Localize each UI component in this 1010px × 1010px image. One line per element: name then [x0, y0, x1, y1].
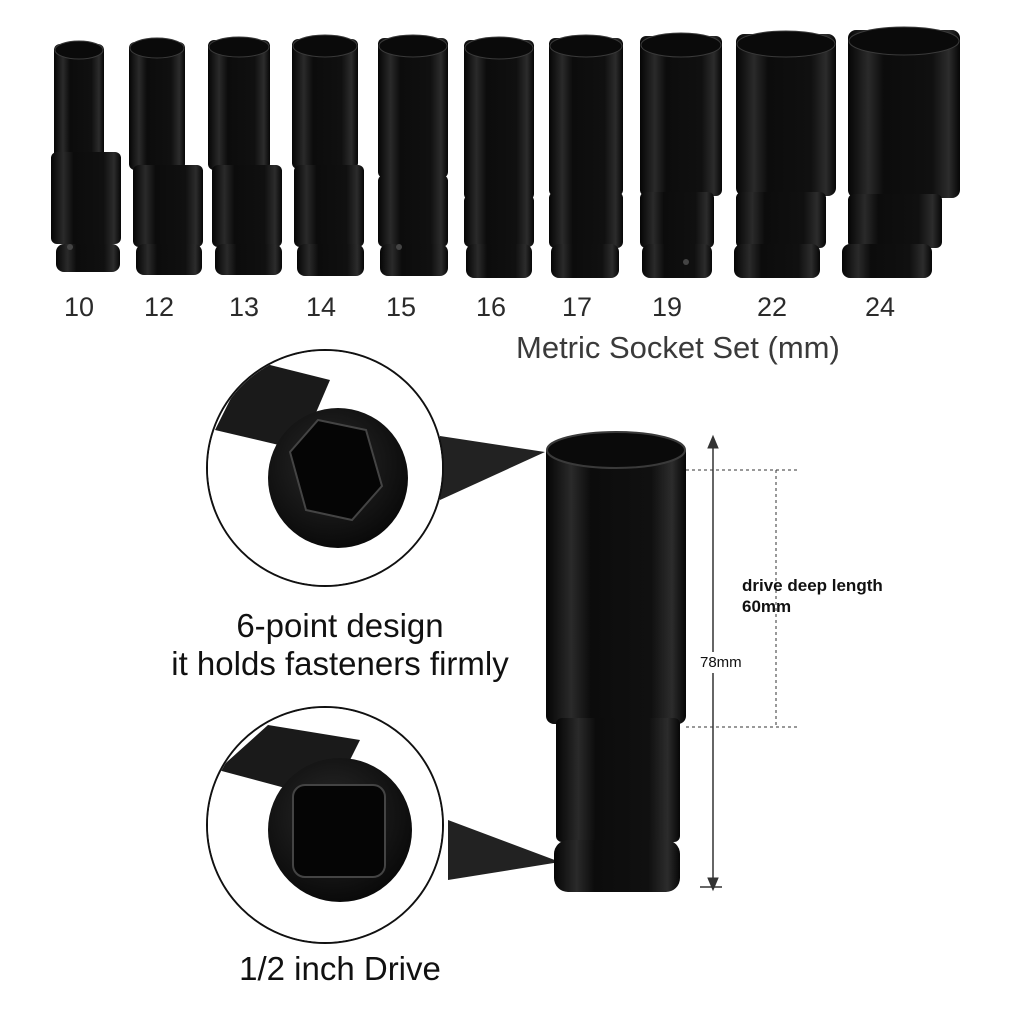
- size-label-17: 17: [562, 292, 593, 322]
- callout-pointer-top: [440, 436, 545, 500]
- size-label-14: 14: [306, 292, 337, 322]
- size-label-24: 24: [865, 292, 896, 322]
- socket-15: [378, 34, 448, 276]
- size-label-13: 13: [229, 292, 260, 322]
- size-label-19: 19: [652, 292, 683, 322]
- drive-detail-circle: [206, 706, 444, 944]
- socket-19: [640, 32, 722, 278]
- socket-10: [51, 40, 121, 272]
- hex-design-line2: it holds fasteners firmly: [171, 645, 509, 682]
- deep-length-annotation: drive deep length 60mm: [742, 575, 883, 617]
- size-label-15: 15: [386, 292, 417, 322]
- socket-16: [464, 36, 534, 278]
- hex-design-line1: 6-point design: [236, 607, 444, 644]
- hex-detail-circle: [206, 349, 444, 587]
- total-length-label: 78mm: [700, 652, 742, 673]
- socket-row: [51, 26, 960, 278]
- size-label-22: 22: [757, 292, 788, 322]
- socket-13: [208, 36, 282, 275]
- socket-set-title: Metric Socket Set (mm): [516, 330, 840, 365]
- size-label-16: 16: [476, 292, 507, 322]
- socket-12: [129, 37, 203, 275]
- socket-17: [549, 34, 623, 278]
- drive-caption: 1/2 inch Drive: [239, 950, 441, 987]
- socket-17-large: [546, 431, 686, 892]
- callout-pointer-bottom: [448, 820, 560, 880]
- size-label-10: 10: [64, 292, 95, 322]
- hex-design-caption: 6-point design it holds fasteners firmly: [140, 607, 540, 683]
- size-label-12: 12: [144, 292, 175, 322]
- deep-length-label: drive deep length: [742, 576, 883, 595]
- socket-14: [292, 34, 364, 276]
- socket-22: [734, 30, 836, 278]
- socket-24: [842, 26, 960, 278]
- deep-length-value: 60mm: [742, 597, 792, 616]
